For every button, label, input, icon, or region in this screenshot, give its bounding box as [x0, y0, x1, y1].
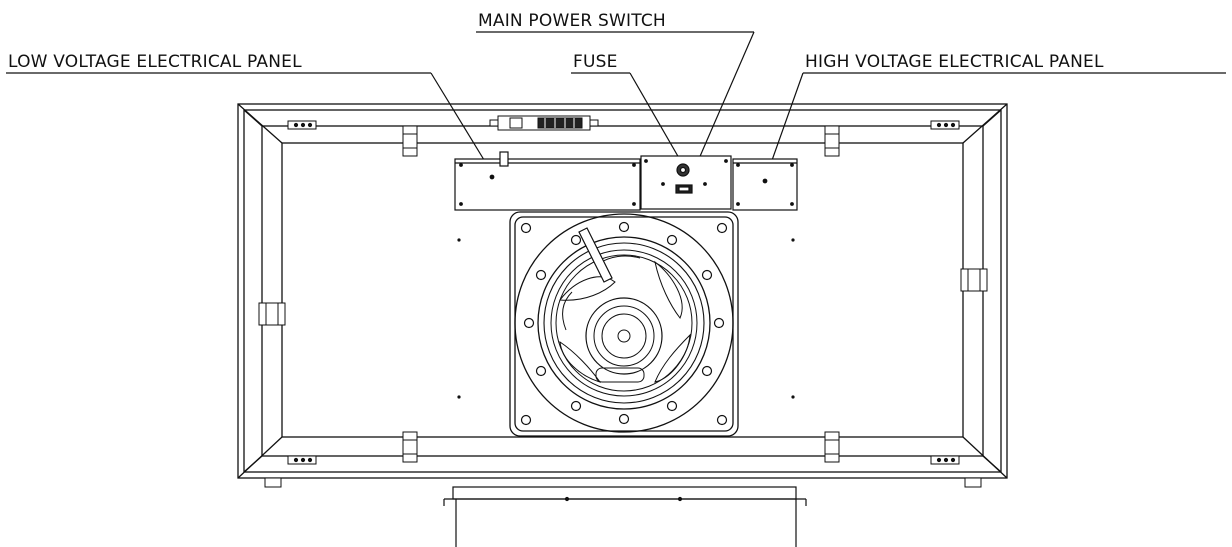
callout-low-voltage-panel: LOW VOLTAGE ELECTRICAL PANEL	[6, 52, 493, 174]
hinges	[258, 125, 988, 463]
feet	[264, 477, 982, 488]
fan-assembly	[514, 213, 734, 433]
high-voltage-panel-box	[732, 158, 798, 211]
label-fuse: FUSE	[573, 52, 618, 72]
outer-frame	[237, 103, 1008, 479]
low-voltage-panel-box	[454, 151, 641, 211]
top-latch	[489, 115, 599, 131]
label-high-voltage-panel: HIGH VOLTAGE ELECTRICAL PANEL	[805, 52, 1104, 72]
bottom-duct	[443, 486, 807, 547]
label-low-voltage-panel: LOW VOLTAGE ELECTRICAL PANEL	[8, 52, 302, 72]
corner-tags	[287, 120, 960, 465]
fan-bolt-holes	[520, 221, 728, 426]
switch-box	[640, 155, 732, 210]
fan-plate	[509, 211, 739, 437]
callout-main-power-switch: MAIN POWER SWITCH	[476, 11, 755, 185]
label-main-power-switch: MAIN POWER SWITCH	[478, 11, 666, 31]
mounting-dots	[457, 238, 795, 399]
callout-fuse: FUSE	[571, 52, 684, 166]
callout-high-voltage-panel: HIGH VOLTAGE ELECTRICAL PANEL	[764, 52, 1226, 181]
